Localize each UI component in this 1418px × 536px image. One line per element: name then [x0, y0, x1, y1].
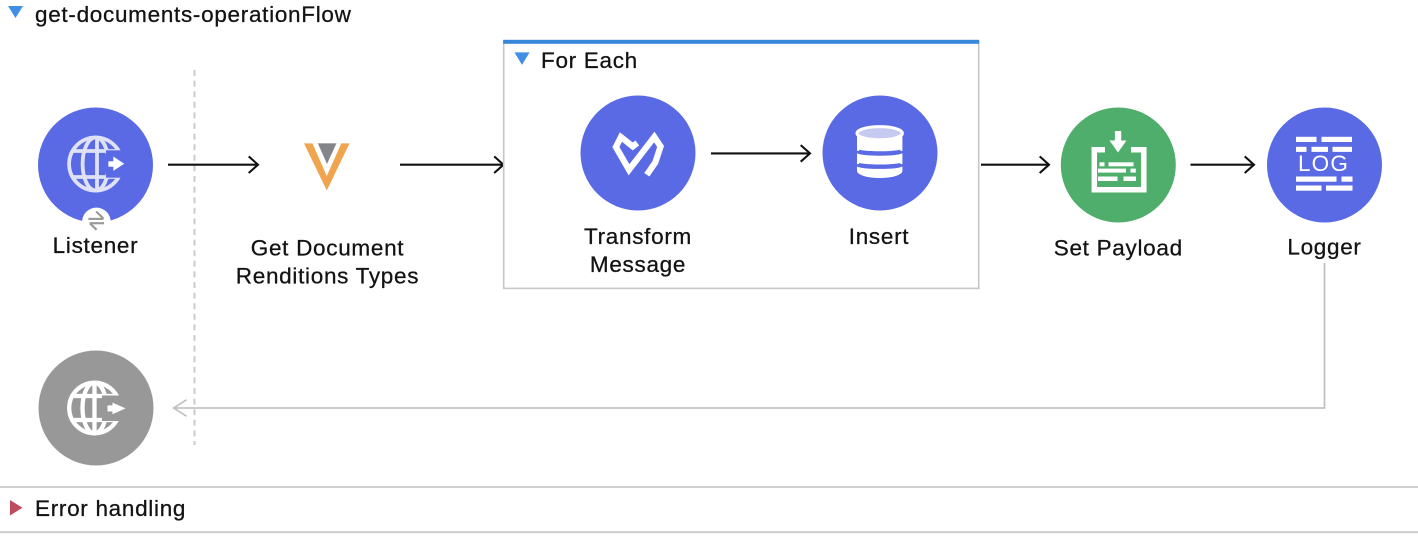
svg-text:Renditions Types: Renditions Types	[236, 264, 419, 289]
svg-text:Set Payload: Set Payload	[1054, 236, 1183, 261]
svg-text:Transform: Transform	[584, 224, 692, 249]
svg-text:For Each: For Each	[541, 48, 638, 73]
svg-text:get-documents-operationFlow: get-documents-operationFlow	[35, 2, 352, 27]
svg-text:Get Document: Get Document	[251, 236, 405, 261]
svg-text:Message: Message	[590, 252, 686, 277]
svg-text:Error handling: Error handling	[35, 496, 186, 521]
svg-text:Listener: Listener	[53, 233, 139, 258]
svg-text:LOG: LOG	[1298, 151, 1349, 176]
svg-text:Insert: Insert	[849, 224, 910, 249]
svg-text:Logger: Logger	[1287, 235, 1361, 260]
